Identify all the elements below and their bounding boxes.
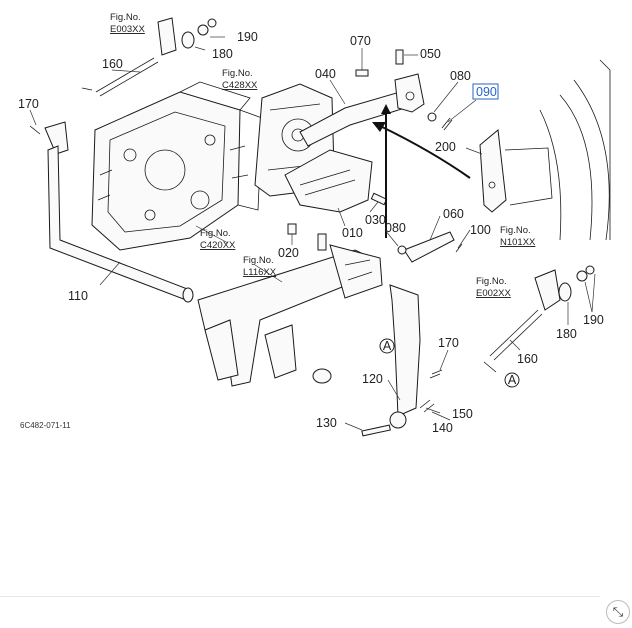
svg-text:Fig.No.: Fig.No.: [500, 225, 531, 236]
part-label-150: 150: [452, 407, 473, 421]
part-label-200: 200: [435, 140, 456, 154]
part-label-080: 080: [450, 69, 471, 83]
leader-lines: [29, 36, 596, 431]
callout-a1: A: [379, 338, 395, 354]
part-label-100: 100: [470, 223, 491, 237]
footer-divider: [0, 596, 600, 597]
shield-200: [479, 59, 611, 241]
part-label-040: 040: [315, 67, 336, 81]
part-label-090-highlighted: 090: [476, 85, 497, 99]
part-label-010: 010: [342, 226, 363, 240]
part-label-020: 020: [278, 246, 299, 260]
part-label-190b: 190: [583, 313, 604, 327]
drawing-code: 6C482-071-11: [20, 421, 71, 430]
callout-a2: A: [504, 372, 520, 388]
part-label-070: 070: [350, 34, 371, 48]
motion-arrows: [372, 104, 471, 238]
svg-text:Fig.No.: Fig.No.: [110, 12, 141, 23]
part-label-180b: 180: [556, 327, 577, 341]
part-label-050: 050: [420, 47, 441, 61]
part-label-140: 140: [432, 421, 453, 435]
svg-text:Fig.No.: Fig.No.: [222, 68, 253, 79]
svg-text:Fig.No.: Fig.No.: [243, 255, 274, 266]
gearbox-housing-left: [91, 81, 263, 251]
highlight-box-090: [472, 83, 499, 100]
lever-120: [361, 231, 463, 437]
part-label-160: 160: [102, 57, 123, 71]
fig-ref-c420: C420XX: [200, 240, 236, 251]
part-label-060: 060: [443, 207, 464, 221]
cross-frame: [197, 233, 383, 387]
bolt-e003: [29, 17, 217, 135]
part-label-190: 190: [237, 30, 258, 44]
part-labels: 190 180 160 170 070 050 040 080 090 200 …: [18, 30, 604, 435]
fig-ref-e003: E003XX: [110, 24, 146, 35]
part-label-170b: 170: [438, 336, 459, 350]
lever-040: [299, 49, 453, 147]
svg-text:A: A: [383, 339, 392, 353]
part-label-160b: 160: [517, 352, 538, 366]
svg-text:Fig.No.: Fig.No.: [476, 276, 507, 287]
fig-ref-n101: N101XX: [500, 237, 536, 248]
fig-ref-l116: L116XX: [243, 267, 277, 278]
part-label-170: 170: [18, 97, 39, 111]
part-label-030: 030: [365, 213, 386, 227]
fig-references: Fig.No. E003XX Fig.No. C428XX Fig.No. C4…: [110, 12, 536, 299]
part-label-180: 180: [212, 47, 233, 61]
expand-arrow-icon[interactable]: ⤡: [606, 600, 630, 624]
part-label-080b: 080: [385, 221, 406, 235]
linkage-e002: [483, 265, 595, 373]
frame-110: [44, 121, 194, 303]
fig-ref-e002: E002XX: [476, 288, 512, 299]
svg-text:Fig.No.: Fig.No.: [200, 228, 231, 239]
bracket-010: [284, 149, 388, 235]
svg-text:A: A: [508, 373, 517, 387]
fig-ref-c428: C428XX: [222, 80, 258, 91]
part-label-120: 120: [362, 372, 383, 386]
part-label-110: 110: [68, 289, 88, 303]
part-label-130: 130: [316, 416, 337, 430]
